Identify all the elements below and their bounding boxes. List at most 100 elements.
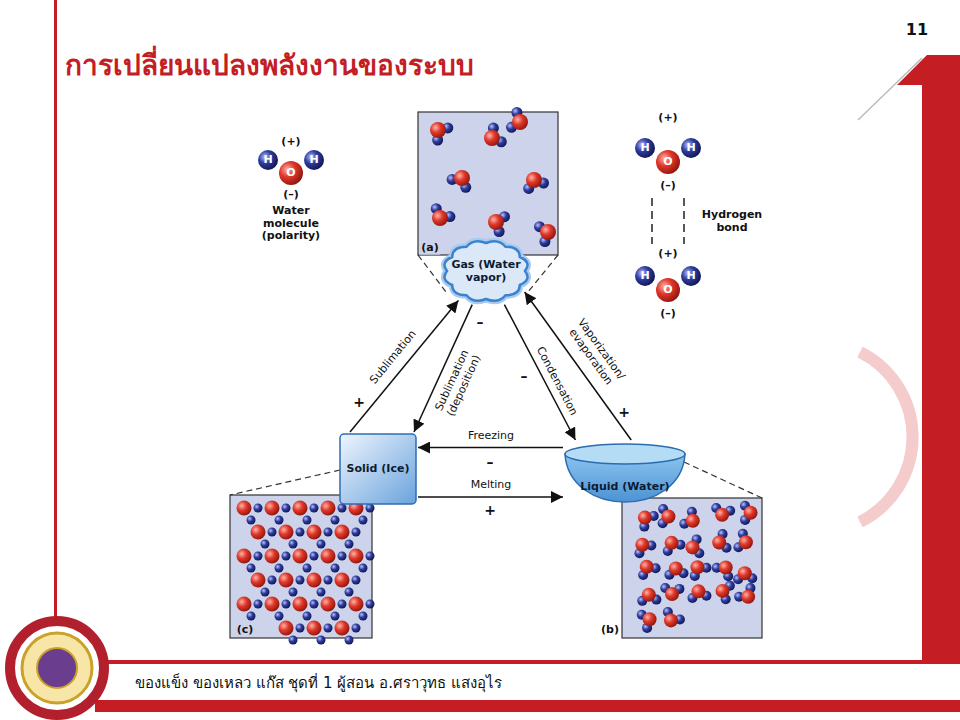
oxygen-atom [237,549,252,564]
oxygen-atom [526,172,542,188]
hydrogen-atom [345,588,354,597]
hydrogen-atom [268,528,277,537]
charge-sign: (–) [660,180,676,193]
logo-ring [10,621,104,715]
hydrogen-atom [258,150,278,170]
decor-arc [860,352,913,522]
cloud-glow [444,241,527,301]
liquid-zoom-box [622,498,762,638]
hydrogen-atom [275,516,284,525]
oxygen-atom [335,573,350,588]
bond-line [651,198,653,244]
zoom-line [230,470,340,495]
atom-symbol: H [263,154,272,167]
oxygen-atom [640,560,654,574]
oxygen-atom [690,560,704,574]
oxygen-atom [335,525,350,540]
hydrogen-atom [359,612,368,621]
atom-symbol: O [663,284,672,297]
panel-letter: (b) [601,624,619,637]
oxygen-atom [265,597,280,612]
gas-zoom-box [418,112,558,255]
water-molecule [663,536,686,556]
hydrogen-atom [303,564,312,573]
oxygen-atom [349,549,364,564]
footer-rule [55,660,960,664]
hydrogen-atom [282,504,291,513]
charge-sign: (–) [283,189,299,202]
atom-symbol: H [640,142,649,155]
oxygen-atom [307,525,322,540]
oxygen-atom [293,549,308,564]
energy-sign: – [521,368,528,384]
atom-symbol: O [286,167,295,180]
hydrogen-atom [275,564,284,573]
hydrogen-atom [331,516,340,525]
hydrogen-atom [338,504,347,513]
panel-letter: (c) [235,624,256,637]
oxygen-atom [712,535,726,549]
water-molecule [506,107,528,133]
cloud-outline [444,241,527,301]
molecules [237,107,758,645]
hydrogen-atom [310,504,319,513]
ice-block: Solid (Ice) [338,432,418,506]
energy-sign: + [353,394,365,410]
atom-symbol: O [663,156,672,169]
hydrogen-atom [681,266,701,286]
hydrogen-atom [247,564,256,573]
oxygen-atom [739,535,753,549]
water-molecule [679,507,699,529]
oxygen-atom [643,612,657,626]
water-molecule [734,583,755,604]
oxygen-atom [349,597,364,612]
oxygen-atom [686,540,700,554]
water-molecule [687,584,711,603]
logo [10,621,104,715]
footer-band [95,700,960,712]
node-label: Gas (Water vapor) [448,258,524,284]
oxygen-atom [686,514,700,528]
hydrogen-atom [268,576,277,585]
node-label: Liquid (Water) [580,480,669,493]
oxygen-atom [335,621,350,636]
water-molecule [523,172,549,194]
oxygen-atom [432,210,448,226]
ice-outline [340,434,416,504]
slide-title: การเปลี่ยนแปลงพลังงานของระบบ [65,50,474,82]
water-molecule [690,560,712,581]
atom-symbol: H [640,270,649,283]
water-molecule [534,221,556,247]
oxygen-atom [692,584,706,598]
water-molecule [711,503,735,522]
water-molecule [733,529,752,552]
bond-label: Hydrogen bond [697,209,767,234]
atom-symbol: H [686,270,695,283]
hydrogen-atom [359,516,368,525]
water-molecule [658,504,676,528]
water-bowl: Liquid (Water) [563,440,687,516]
bond-line [683,198,685,244]
water-molecule [740,501,758,525]
phase-arrow [504,305,575,440]
transition-label: Freezing [467,429,513,442]
hydrogen-atom [331,612,340,621]
transition-label: Melting [470,478,511,491]
charge-sign: (–) [660,308,676,321]
transition-label: Sublimation [367,328,419,387]
hydrogen-atom [296,624,305,633]
hydrogen-atom [352,528,361,537]
hydrogen-atom [338,600,347,609]
water-molecule [716,581,735,605]
hydrogen-atom [254,600,263,609]
hydrogen-atom [289,636,298,645]
hydrogen-bond-lines [652,198,684,244]
zoom-line [528,255,558,292]
hydrogen-atom [359,564,368,573]
oxygen-atom [664,613,678,627]
oxygen-atom [279,621,294,636]
oxygen-atom [307,621,322,636]
hydrogen-atom [303,612,312,621]
oxygen-atom [237,501,252,516]
